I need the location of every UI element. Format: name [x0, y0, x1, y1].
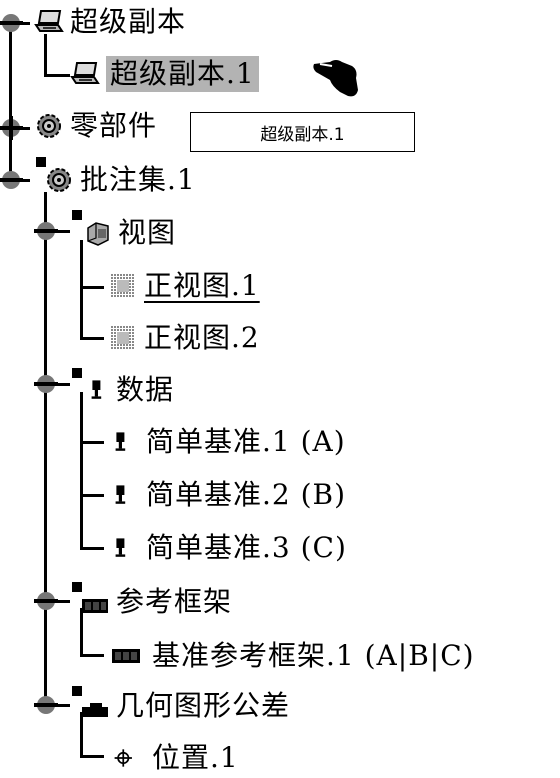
tree-node-reference-frames[interactable]: 参考框架 — [80, 582, 232, 622]
datum-icon — [115, 485, 126, 504]
tree-line — [9, 20, 12, 180]
tree-line — [80, 441, 104, 444]
tree-node-label: 基准参考框架.1 (A|B|C) — [152, 639, 475, 672]
view-grid-icon — [111, 274, 135, 298]
tree-line — [80, 608, 83, 656]
tree-line — [44, 34, 47, 76]
node-marker-square — [72, 686, 82, 696]
laptop-icon — [70, 62, 100, 84]
tree-node-front-view-2[interactable]: 正视图.2 — [108, 318, 260, 358]
tree-line — [80, 337, 104, 340]
expand-toggle[interactable] — [0, 116, 23, 140]
gear-icon — [37, 114, 61, 138]
collapse-toggle[interactable] — [34, 696, 58, 714]
view-box-icon — [87, 222, 109, 246]
tooltip-text: 超级副本.1 — [260, 124, 345, 145]
tree-line — [80, 712, 83, 757]
tree-node-label: 简单基准.2 (B) — [146, 478, 347, 511]
tree-node-label: 几何图形公差 — [116, 689, 291, 722]
tree-line — [44, 74, 70, 77]
tree-node-annotation-set[interactable]: 批注集.1 — [44, 160, 196, 200]
tree-node-position-1[interactable]: 位置.1 — [112, 738, 239, 778]
tree-node-datum-c[interactable]: 简单基准.3 (C) — [110, 528, 347, 568]
tree-node-label: 简单基准.3 (C) — [146, 531, 347, 564]
tree-node-label: 零部件 — [70, 109, 158, 142]
tree-line — [80, 654, 104, 657]
position-icon — [114, 749, 132, 767]
tree-node-label: 简单基准.1 (A) — [146, 425, 346, 458]
tree-node-parts[interactable]: 零部件 — [34, 106, 157, 146]
collapse-toggle[interactable] — [0, 14, 23, 32]
tree-node-label-selected: 超级副本.1 — [106, 56, 259, 92]
tree-node-super-copy-1[interactable]: 超级副本.1 — [70, 54, 259, 94]
tree-node-label: 位置.1 — [152, 741, 239, 774]
tree-line — [80, 755, 104, 758]
reference-frame-icon — [82, 599, 108, 613]
tree-node-front-view-1[interactable]: 正视图.1 — [108, 266, 260, 306]
tree-line — [80, 240, 83, 338]
tree-node-label: 正视图.2 — [144, 321, 260, 354]
tree-line — [44, 192, 47, 706]
tree-line — [80, 286, 104, 289]
tooltip: 超级副本.1 — [190, 112, 415, 152]
tree-node-datum-a[interactable]: 简单基准.1 (A) — [110, 422, 346, 462]
view-grid-icon — [111, 326, 135, 350]
collapse-toggle[interactable] — [34, 222, 58, 240]
tree-node-geometric-tolerances[interactable]: 几何图形公差 — [80, 686, 290, 726]
tree-node-super-copy[interactable]: 超级副本 — [34, 2, 186, 42]
collapse-toggle[interactable] — [34, 592, 58, 610]
node-marker-square — [72, 210, 82, 220]
tree-line — [80, 494, 104, 497]
collapse-toggle[interactable] — [0, 171, 23, 189]
tree-node-label: 正视图.1 — [144, 269, 260, 302]
tree-node-datums[interactable]: 数据 — [86, 370, 174, 410]
node-marker-square — [72, 368, 82, 378]
node-marker-square — [72, 582, 82, 592]
datum-icon — [115, 432, 126, 451]
tree-node-datum-reference-frame-1[interactable]: 基准参考框架.1 (A|B|C) — [108, 636, 475, 676]
node-marker-square — [36, 157, 46, 167]
tree-node-label: 参考框架 — [116, 585, 233, 618]
tree-node-label: 视图 — [118, 216, 177, 249]
tree-line — [80, 392, 83, 549]
gear-icon — [47, 168, 71, 192]
tree-node-datum-b[interactable]: 简单基准.2 (B) — [110, 475, 346, 515]
tree-node-label: 数据 — [116, 373, 175, 406]
tree-node-views[interactable]: 视图 — [82, 213, 176, 253]
laptop-icon — [34, 10, 64, 32]
tree-line — [80, 547, 104, 550]
tree-node-label: 超级副本 — [70, 5, 187, 38]
reference-frame-icon — [112, 649, 140, 663]
tree-node-label: 批注集.1 — [80, 163, 196, 196]
datum-icon — [91, 380, 102, 399]
datum-icon — [115, 538, 126, 557]
collapse-toggle[interactable] — [34, 375, 58, 393]
tolerance-icon — [82, 703, 108, 717]
hand-pointer-icon — [313, 60, 358, 97]
